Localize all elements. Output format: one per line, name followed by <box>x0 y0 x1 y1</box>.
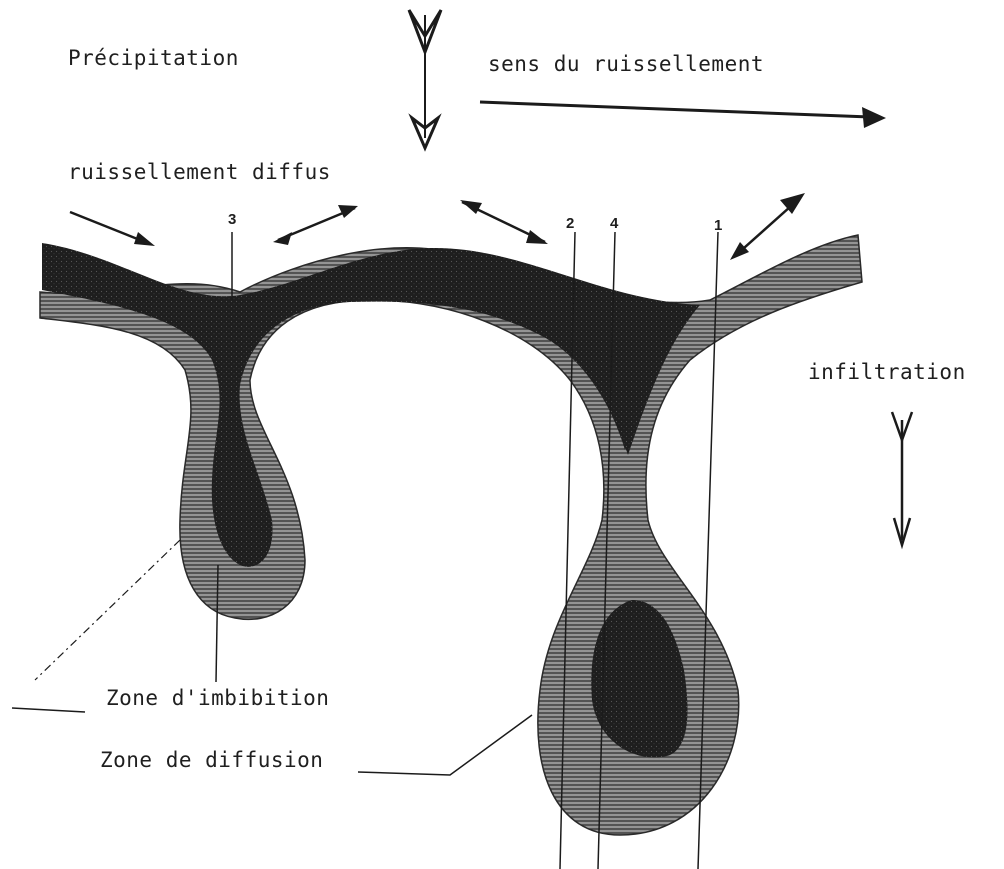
precipitation-arrow <box>409 10 441 148</box>
infiltration-arrow <box>892 412 912 545</box>
diffuse-runoff-arrow <box>460 200 548 244</box>
imbibition-leader-line <box>35 540 180 680</box>
diffusion-zone-label: Zone de diffusion <box>100 750 323 771</box>
diffusion-leader-line <box>358 715 532 775</box>
precipitation-label: Précipitation <box>68 48 239 69</box>
runoff-direction-arrow <box>480 102 886 128</box>
imbibition-leader-line <box>12 708 85 712</box>
imbibition-zone-label: Zone d'imbibition <box>106 688 329 709</box>
runoff-direction-label: sens du ruissellement <box>488 54 764 75</box>
diffuse-runoff-arrow <box>730 193 805 260</box>
diffuse-runoff-arrow <box>273 205 358 245</box>
infiltration-label: infiltration <box>808 362 966 383</box>
section-marker-2: 2 <box>566 216 574 231</box>
diffuse-runoff-arrow <box>70 212 155 246</box>
section-marker-4: 4 <box>610 216 618 231</box>
section-marker-1: 1 <box>714 218 722 233</box>
diffuse-runoff-label: ruissellement diffus <box>68 162 331 183</box>
diffusion-zone-layer <box>40 235 862 835</box>
section-marker-3: 3 <box>228 212 236 227</box>
